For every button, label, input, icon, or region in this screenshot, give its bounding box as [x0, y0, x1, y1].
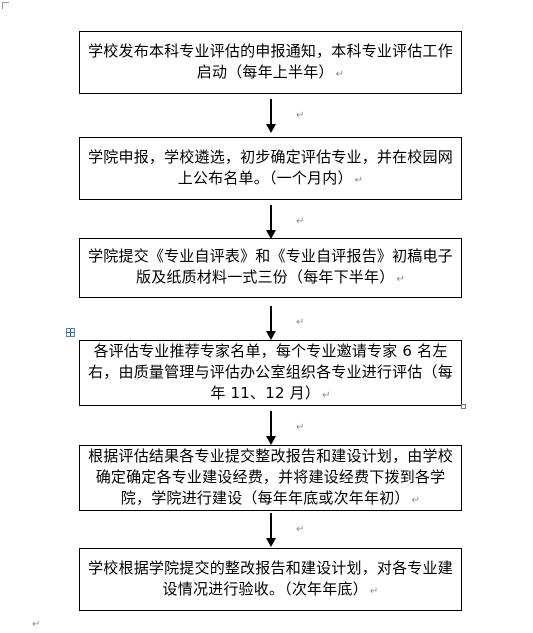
margin-corner-mark	[2, 2, 9, 9]
paragraph-mark: ↵	[296, 422, 305, 433]
flow-step-6-text: 学校根据学院提交的整改报告和建设计划，对各专业建设情况进行验收。（次年年底）	[88, 558, 453, 598]
flow-step-5: 根据评估结果各专业提交整改报告和建设计划，由学校确定确定各专业建设经费，并将建设…	[79, 445, 462, 511]
arrow-down-icon	[266, 513, 276, 547]
paragraph-mark: ↵	[322, 389, 331, 401]
arrow-down-icon	[266, 99, 276, 133]
paragraph-mark: ↵	[369, 585, 379, 597]
paragraph-mark: ↵	[296, 110, 305, 121]
table-resize-handle-icon[interactable]	[461, 404, 466, 409]
flow-step-2-text: 学院申报，学校遴选，初步确定评估专业，并在校园网上公布名单。（一个月内）	[88, 147, 453, 187]
paragraph-mark: ↵	[296, 317, 305, 328]
table-move-handle-icon[interactable]	[66, 328, 75, 337]
paragraph-mark: ↵	[411, 494, 421, 506]
flow-step-6: 学校根据学院提交的整改报告和建设计划，对各专业建设情况进行验收。（次年年底）↵	[79, 548, 462, 611]
flow-step-2: 学院申报，学校遴选，初步确定评估专业，并在校园网上公布名单。（一个月内）↵	[79, 137, 462, 200]
arrow-down-icon	[266, 411, 276, 445]
flow-step-1: 学校发布本科专业评估的申报通知，本科专业评估工作启动（每年上半年）↵	[79, 31, 462, 94]
paragraph-mark: ↵	[396, 274, 405, 285]
flow-step-4-text: 各评估专业推荐专家名单，每个专业邀请专家 6 名左右，由质量管理与评估办公室组织…	[88, 341, 453, 402]
flow-step-4: 各评估专业推荐专家名单，每个专业邀请专家 6 名左右，由质量管理与评估办公室组织…	[79, 340, 462, 406]
arrow-down-icon	[266, 205, 276, 239]
paragraph-mark: ↵	[335, 68, 345, 80]
flow-step-5-text: 根据评估结果各专业提交整改报告和建设计划，由学校确定确定各专业建设经费，并将建设…	[88, 446, 453, 507]
flow-step-3-text: 学院提交《专业自评表》和《专业自评报告》初稿电子版及纸质材料一式三份（每年下半年…	[88, 247, 453, 286]
paragraph-mark: ↵	[296, 524, 305, 535]
paragraph-mark: ↵	[32, 619, 41, 630]
flow-step-3: 学院提交《专业自评表》和《专业自评报告》初稿电子版及纸质材料一式三份（每年下半年…	[79, 238, 462, 298]
paragraph-mark: ↵	[354, 174, 364, 186]
arrow-down-icon	[266, 306, 276, 340]
flow-step-1-text: 学校发布本科专业评估的申报通知，本科专业评估工作启动（每年上半年）	[88, 41, 453, 81]
paragraph-mark: ↵	[296, 216, 305, 227]
